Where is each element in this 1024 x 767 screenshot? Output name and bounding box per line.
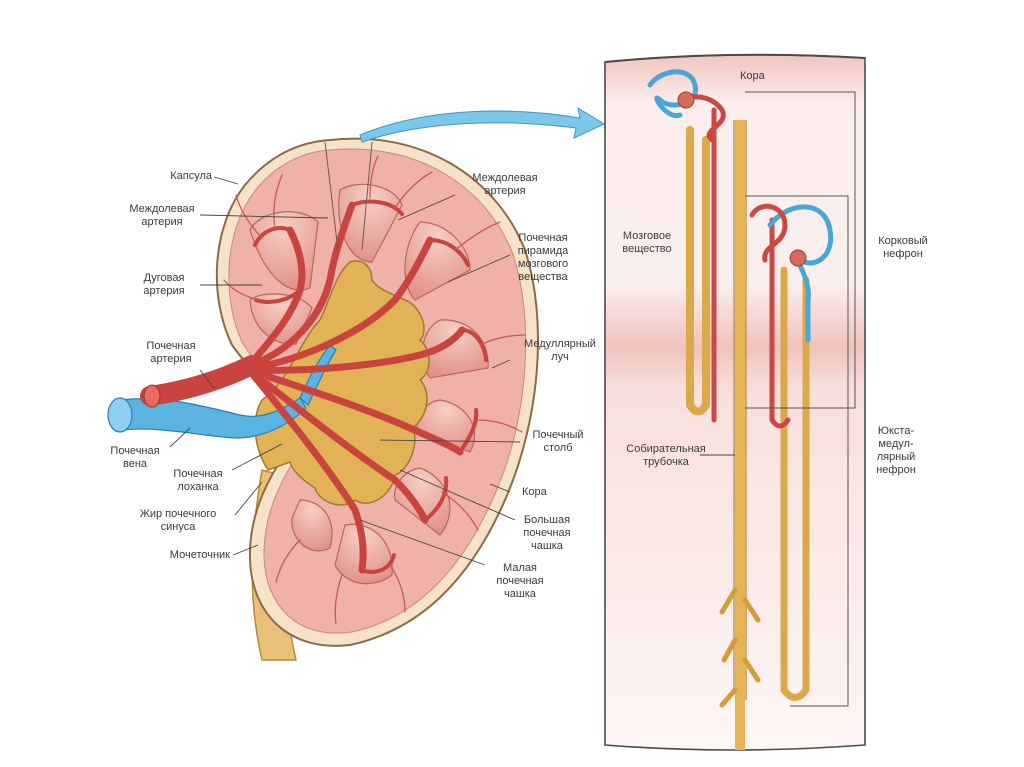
vein-opening xyxy=(108,398,132,432)
label-collecting-duct: Собирательная трубочка xyxy=(612,443,720,469)
leader-capsule xyxy=(214,177,238,184)
label-interlobar-artery-left: Междолевая артерия xyxy=(120,203,204,229)
artery-opening xyxy=(144,385,160,407)
label-major-calyx: Большая почечная чашка xyxy=(512,514,582,553)
label-cortex-nephron: Кора xyxy=(740,70,765,83)
label-arcuate-artery: Дуговая артерия xyxy=(128,272,200,298)
label-capsule: Капсула xyxy=(140,170,212,183)
label-renal-pelvis: Почечная лоханка xyxy=(162,468,234,494)
collecting-duct-fill xyxy=(735,120,745,750)
label-renal-artery: Почечная артерия xyxy=(135,340,207,366)
glomerulus xyxy=(678,92,694,108)
renal-artery-trunk xyxy=(150,365,252,396)
label-medulla: Мозговое вещество xyxy=(610,230,684,256)
label-sinus-fat: Жир почечного синуса xyxy=(120,508,236,534)
nephron-column xyxy=(605,55,865,750)
label-ureter: Мочеточник xyxy=(140,549,230,562)
label-renal-column: Почечный столб xyxy=(516,429,600,455)
label-juxtamedullary-nephron: Юкста- медул- лярный нефрон xyxy=(864,425,928,477)
zoom-arrow xyxy=(360,108,604,142)
label-medullary-ray: Медуллярный луч xyxy=(512,338,608,364)
glomerulus xyxy=(790,250,806,266)
label-minor-calyx: Малая почечная чашка xyxy=(485,562,555,601)
label-interlobar-artery-right: Междолевая артерия xyxy=(455,172,555,198)
label-cortex-kidney: Кора xyxy=(522,486,547,499)
label-cortical-nephron: Корковый нефрон xyxy=(864,235,942,261)
label-renal-vein: Почечная вена xyxy=(100,445,170,471)
label-renal-pyramid: Почечная пирамида мозгового вещества xyxy=(505,232,581,284)
